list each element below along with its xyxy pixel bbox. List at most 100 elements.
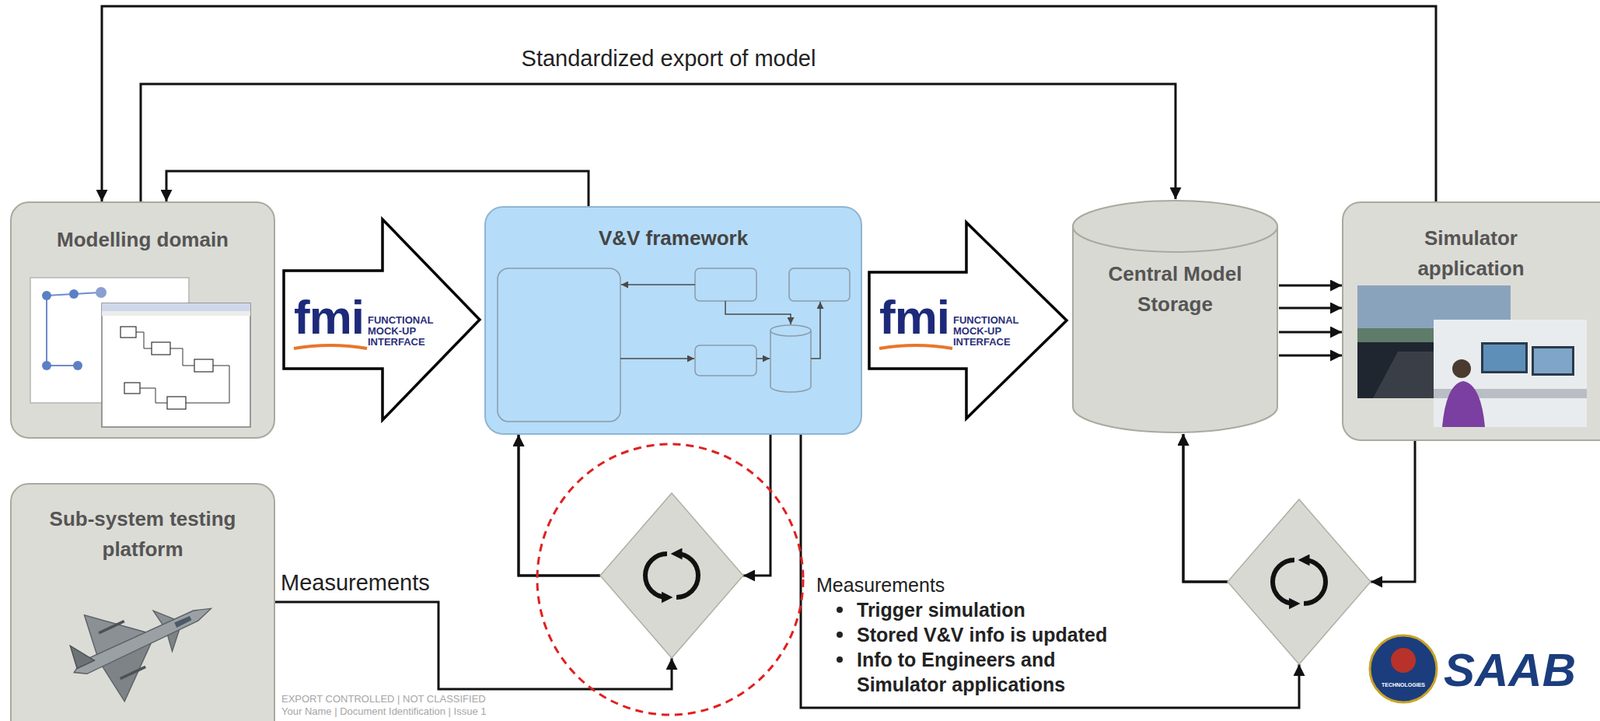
model-component	[41, 360, 52, 371]
block-wire	[185, 365, 230, 403]
node-text-block: Central Model Storage	[1089, 199, 1262, 320]
connector	[518, 434, 771, 576]
cycle-arrow	[645, 553, 668, 598]
framework-arrow	[810, 301, 821, 359]
jet-wing	[101, 640, 171, 704]
photo-person-head	[1452, 359, 1471, 378]
photo-cockpit	[1372, 351, 1504, 399]
logo-tagline: TECHNOLOGIES	[1373, 681, 1433, 689]
model-component	[73, 360, 83, 371]
jet-wing	[79, 593, 149, 657]
operator-photo	[1433, 319, 1587, 427]
connector	[140, 83, 1176, 202]
framework-module	[789, 268, 850, 301]
cycle-arrow	[1272, 559, 1295, 604]
block-wire	[139, 387, 168, 403]
connector-line	[1183, 433, 1228, 582]
bullet-text: Trigger simulation	[856, 597, 1026, 622]
framework-database-top	[770, 324, 811, 336]
connector-line	[518, 434, 601, 576]
logo-emblem	[1369, 635, 1437, 703]
framework-arrow	[725, 300, 791, 325]
model-wire	[45, 295, 48, 366]
bullet-dot	[836, 656, 843, 663]
logo-griffin	[1390, 647, 1416, 673]
photo-helmet	[1450, 332, 1473, 355]
cylinder-top	[1072, 200, 1278, 252]
fmi-logo-text: fmi	[879, 289, 950, 346]
connector	[275, 434, 672, 689]
node-title: Sub-system testing platform	[27, 503, 259, 565]
photo-screen	[1483, 344, 1526, 371]
connector	[800, 433, 1300, 708]
model-wire	[46, 292, 102, 296]
fmi-logo-swoosh	[293, 345, 367, 349]
model-component	[69, 289, 79, 299]
highlight-circle	[537, 443, 804, 715]
domain-box: Modelling domain	[10, 201, 276, 439]
framework-module	[695, 268, 757, 301]
loop-diamond	[600, 492, 744, 658]
jet-fin	[66, 639, 95, 669]
photo-ground	[1357, 328, 1511, 343]
screenshot-window	[30, 277, 189, 403]
cycle-arrow	[1303, 559, 1326, 604]
edge-label: Standardized export of model	[521, 45, 817, 72]
connector-line	[275, 601, 672, 689]
connector-line	[1278, 284, 1342, 287]
simulator-box: Simulator application	[1341, 201, 1600, 441]
jet-fuselage	[71, 602, 214, 679]
framework-arrow	[620, 357, 695, 360]
photo-sky	[1357, 285, 1511, 329]
fmi-logo-text: fmi	[293, 289, 364, 346]
screenshot-window	[101, 303, 251, 427]
connector-line	[1370, 440, 1415, 582]
bullet-dot	[836, 631, 843, 638]
measurements-heading: Measurements	[816, 572, 945, 598]
cylinder-outline	[1071, 199, 1279, 434]
photo-screen	[1533, 348, 1573, 374]
node-text-block: V&V framework	[501, 207, 846, 254]
node-title: Modelling domain	[27, 224, 259, 256]
model-component	[95, 286, 107, 298]
fmi-logo-swoosh	[879, 345, 953, 349]
jet-missile	[98, 621, 125, 633]
bullet-dot	[836, 606, 843, 613]
photo-person-body	[1442, 380, 1485, 427]
storage-cylinder: Central Model Storage	[1071, 199, 1279, 434]
block-symbol	[120, 326, 137, 338]
company-logo-text: SAAB	[1443, 642, 1576, 699]
connector	[869, 222, 1067, 419]
framework-arrow	[756, 357, 770, 360]
block-wire	[136, 331, 152, 349]
connector	[283, 219, 480, 420]
model-wire	[46, 364, 78, 367]
connector-line	[1278, 331, 1342, 334]
node-title: Simulator application	[1377, 223, 1565, 284]
window-menu-bar	[101, 310, 251, 316]
node-text-block: Sub-system testing platform	[27, 484, 259, 565]
block-symbol	[124, 382, 140, 394]
watermark: EXPORT CONTROLLED | NOT CLASSIFIED	[281, 692, 486, 706]
framework-box: V&V framework	[484, 206, 863, 435]
loop-diamond	[1227, 499, 1371, 664]
framework-module	[695, 345, 757, 376]
block-arrow	[869, 222, 1067, 419]
jet-canard	[164, 627, 188, 651]
bullet-text: Info to Engineers and Simulator applicat…	[856, 646, 1125, 697]
connector-line	[743, 434, 771, 576]
jet-canopy	[174, 614, 193, 628]
testing-platform-box: Sub-system testing platform	[10, 482, 276, 721]
jet-canard	[153, 603, 176, 627]
block-symbol	[167, 396, 186, 409]
watermark: Your Name | Document Identification | Is…	[281, 705, 487, 718]
block-symbol	[151, 342, 171, 355]
block-arrow	[283, 219, 480, 420]
connector-line	[1183, 433, 1228, 582]
node-title: Central Model Storage	[1089, 258, 1262, 320]
node-text-block: Modelling domain	[27, 202, 259, 256]
fmi-logo-subtitle: FUNCTIONAL MOCK-UP INTERFACE	[953, 314, 1031, 348]
fmi-logo-subtitle: FUNCTIONAL MOCK-UP INTERFACE	[367, 314, 446, 348]
cycle-arrow	[676, 553, 699, 598]
